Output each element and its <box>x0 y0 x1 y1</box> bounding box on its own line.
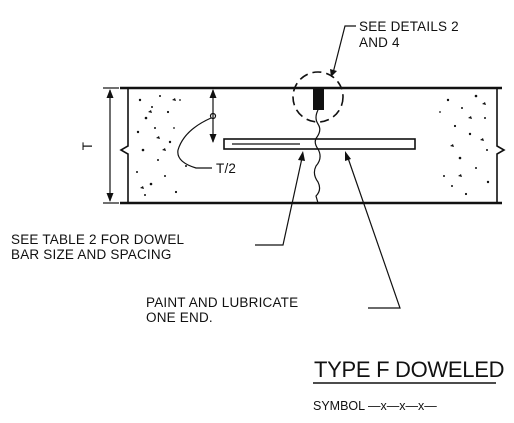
leader-paint-lubricate <box>347 157 401 309</box>
half-thickness-label: T/2 <box>216 161 236 176</box>
concrete-aggregate-hatch <box>136 94 490 196</box>
leader-arrowhead-see-table <box>298 151 305 161</box>
concrete-slab <box>119 86 506 205</box>
see-table-label-line1: SEE TABLE 2 FOR DOWEL <box>11 232 185 247</box>
symbol-label: SYMBOL <box>313 399 365 413</box>
leader-arrowhead-see-details <box>330 69 337 77</box>
thickness-label: T <box>80 142 95 150</box>
detail-title: TYPE F DOWELED <box>314 357 504 382</box>
paint-lubricate-label-line2: ONE END. <box>146 310 213 325</box>
see-details-label-line1: SEE DETAILS 2 <box>359 19 459 34</box>
detail-callout-circle <box>292 71 344 123</box>
leader-see-details <box>332 25 356 74</box>
see-table-label-line2: BAR SIZE AND SPACING <box>11 247 172 262</box>
right-break-line <box>496 88 506 203</box>
leader-arrowhead-paint <box>345 151 351 161</box>
see-details-label-line2: AND 4 <box>359 35 400 50</box>
dowel-bar <box>223 138 416 150</box>
symbol-pattern: —x—x—x— <box>368 399 437 413</box>
joint-crack-line <box>313 109 321 204</box>
joint-sealant <box>313 88 324 110</box>
paint-lubricate-label-line1: PAINT AND LUBRICATE <box>146 295 298 310</box>
left-break-line <box>119 88 129 203</box>
half-thickness-dimension <box>177 89 217 169</box>
leader-see-table <box>255 157 303 246</box>
thickness-dimension <box>103 87 119 204</box>
